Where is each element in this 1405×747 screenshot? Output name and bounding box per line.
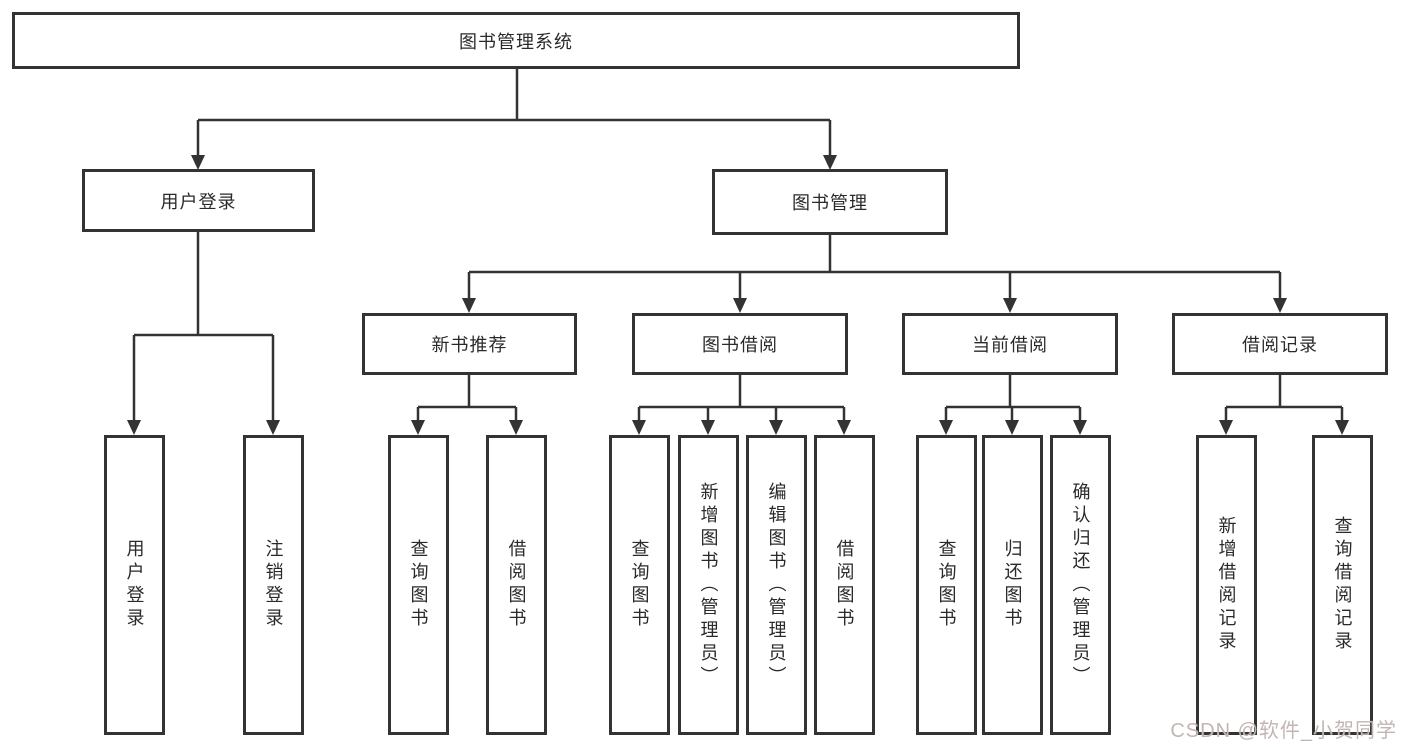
node-label: 图书管理系统	[459, 31, 573, 52]
leaf-query-books-recommend: 查询图书	[388, 435, 449, 735]
leaf-confirm-return-admin: 确认归还（管理员）	[1050, 435, 1111, 735]
node-new-book-recommendation: 新书推荐	[362, 313, 577, 375]
node-label: 新书推荐	[431, 335, 508, 355]
node-book-management-branch: 图书管理	[712, 169, 948, 235]
leaf-user-login: 用户登录	[104, 435, 165, 735]
leaf-add-borrow-record: 新增借阅记录	[1196, 435, 1257, 735]
leaf-borrow-books-recommend: 借阅图书	[486, 435, 547, 735]
leaf-query-borrow-record: 查询借阅记录	[1312, 435, 1373, 735]
node-label: 借阅记录	[1242, 335, 1318, 355]
leaf-return-books: 归还图书	[982, 435, 1043, 735]
csdn-watermark: CSDN @软件_小贺同学	[1170, 720, 1397, 742]
leaf-edit-books-admin: 编辑图书（管理员）	[746, 435, 807, 735]
leaf-label: 借阅图书	[506, 539, 527, 631]
leaf-query-books-current: 查询图书	[916, 435, 977, 735]
leaf-label: 查询借阅记录	[1332, 516, 1353, 654]
node-book-borrowing: 图书借阅	[632, 313, 848, 375]
node-label: 用户登录	[160, 191, 237, 212]
leaf-label: 注销登录	[263, 539, 284, 631]
leaf-label: 查询图书	[936, 539, 957, 631]
arrowheads	[127, 155, 1349, 435]
leaf-add-books-admin: 新增图书（管理员）	[678, 435, 739, 735]
leaf-label: 查询图书	[408, 539, 429, 631]
leaf-logout: 注销登录	[243, 435, 304, 735]
node-label: 图书借阅	[702, 335, 778, 355]
leaf-query-books-borrow: 查询图书	[609, 435, 670, 735]
leaf-label: 确认归还（管理员）	[1070, 481, 1091, 689]
leaf-label: 新增借阅记录	[1216, 516, 1237, 654]
node-current-borrowing: 当前借阅	[902, 313, 1118, 375]
node-user-login-branch: 用户登录	[82, 169, 315, 232]
leaf-label: 用户登录	[124, 539, 145, 631]
leaf-label: 新增图书（管理员）	[698, 481, 719, 689]
leaf-label: 查询图书	[629, 539, 650, 631]
node-library-management-system: 图书管理系统	[12, 12, 1020, 69]
node-label: 当前借阅	[972, 335, 1048, 355]
leaf-label: 归还图书	[1002, 539, 1023, 631]
leaf-label: 编辑图书（管理员）	[766, 481, 787, 689]
node-label: 图书管理	[792, 193, 868, 213]
node-borrowing-records: 借阅记录	[1172, 313, 1388, 375]
leaf-label: 借阅图书	[834, 539, 855, 631]
leaf-borrow-books: 借阅图书	[814, 435, 875, 735]
